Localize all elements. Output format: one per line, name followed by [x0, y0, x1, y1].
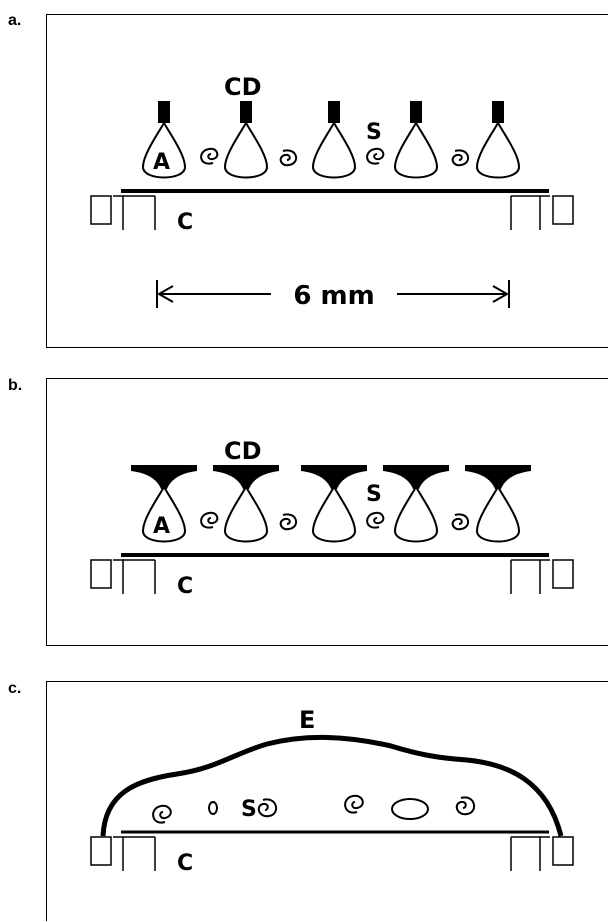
swirl-cell	[455, 796, 476, 816]
drop-4	[383, 465, 449, 543]
drop-5	[465, 465, 531, 543]
swirl-cell	[366, 511, 385, 529]
label-e: E	[299, 706, 315, 734]
swirl-cells	[200, 511, 470, 531]
panel-a: CD S A C 6 mm	[46, 14, 608, 348]
label-c: C	[177, 574, 193, 599]
panel-a-label: a.	[8, 12, 22, 29]
swirl-cell	[200, 147, 219, 165]
swirl-cell	[344, 794, 364, 814]
round-cell	[208, 801, 218, 815]
drop-3	[311, 101, 357, 179]
panel-a-diagram: CD S A C 6 mm	[90, 73, 574, 311]
swirl-cell	[279, 149, 298, 167]
drop-1	[141, 101, 187, 179]
swirl-cell	[451, 513, 470, 531]
drop-3	[301, 465, 367, 543]
label-s: S	[366, 482, 382, 507]
drop-2	[223, 101, 269, 179]
panel-b-diagram: CD S A C	[90, 437, 574, 599]
label-a: A	[153, 150, 170, 175]
panel-c: E S C	[46, 681, 608, 921]
swirl-cells	[200, 147, 470, 167]
left-clamp	[90, 836, 156, 871]
label-s: S	[366, 120, 382, 145]
drop-1	[131, 465, 197, 543]
swirl-cell	[279, 513, 298, 531]
drop-array	[131, 465, 531, 543]
drop-5	[475, 101, 521, 179]
embedded-cells	[152, 794, 476, 824]
label-a: A	[153, 514, 170, 539]
swirl-cell	[200, 511, 219, 529]
panel-c-diagram: E S C	[90, 706, 574, 876]
label-cd: CD	[224, 437, 262, 465]
label-s: S	[241, 797, 257, 822]
scale-bar	[156, 280, 510, 308]
label-c: C	[177, 851, 193, 876]
panel-b: CD S A C	[46, 378, 608, 646]
right-clamp	[510, 195, 574, 230]
swirl-cell	[366, 147, 385, 165]
swirl-cell	[451, 149, 470, 167]
drop-2	[213, 465, 279, 543]
label-c: C	[177, 210, 193, 235]
right-clamp	[510, 836, 574, 871]
swirl-cell	[152, 804, 172, 824]
swirl-cell	[257, 798, 278, 818]
oval-cell	[391, 798, 429, 820]
drop-array	[141, 101, 521, 179]
panel-c-label: c.	[8, 680, 22, 697]
left-clamp	[90, 195, 156, 230]
encapsulation-layer	[100, 734, 564, 837]
left-clamp	[90, 559, 156, 594]
drop-4	[393, 101, 439, 179]
scale-label: 6 mm	[293, 281, 374, 311]
label-cd: CD	[224, 73, 262, 101]
panel-b-label: b.	[8, 377, 23, 394]
right-clamp	[510, 559, 574, 594]
